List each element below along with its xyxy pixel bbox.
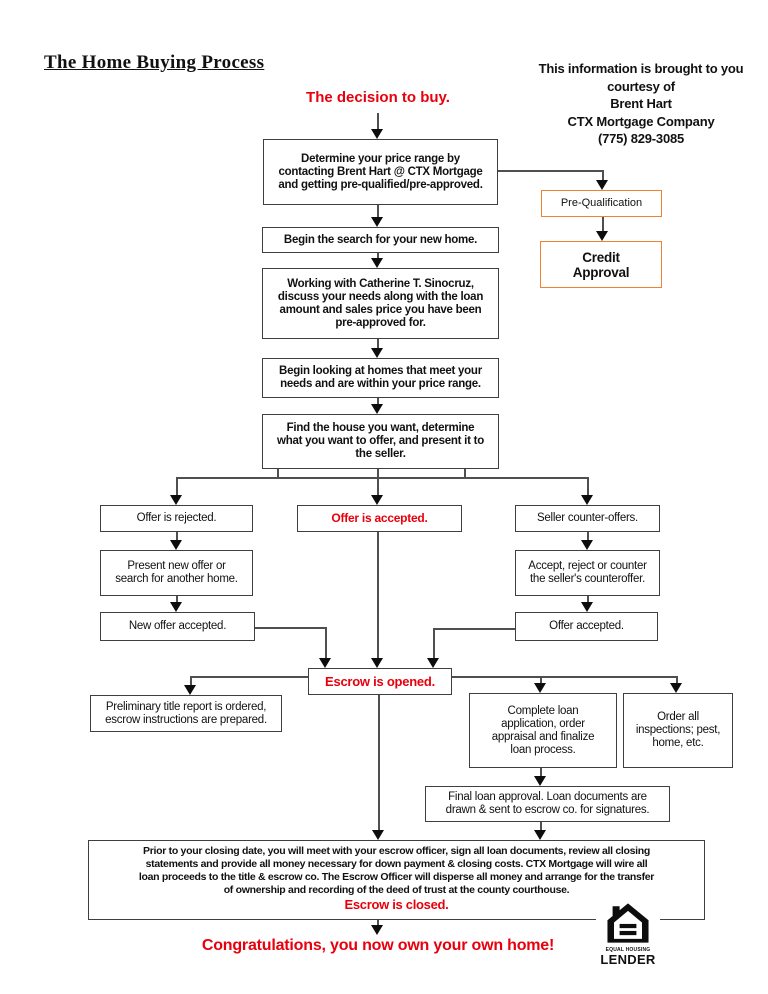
flow-line bbox=[602, 217, 604, 231]
arrowhead-icon bbox=[371, 658, 383, 668]
flow-line bbox=[377, 113, 379, 130]
flow-line bbox=[498, 170, 604, 172]
flow-line bbox=[540, 768, 542, 776]
node-escrow-is-opened: Escrow is opened. bbox=[308, 668, 452, 695]
page-title: The Home Buying Process bbox=[44, 52, 265, 73]
node-working-with-agent: Working with Catherine T. Sinocruz,discu… bbox=[262, 268, 499, 339]
node-offer-rejected: Offer is rejected. bbox=[100, 505, 253, 532]
flow-line bbox=[540, 822, 542, 830]
flow-line bbox=[377, 253, 379, 258]
flow-line bbox=[377, 339, 379, 348]
arrowhead-icon bbox=[581, 602, 593, 612]
flow-line bbox=[464, 469, 466, 478]
equal-housing-lender-logo: EQUAL HOUSING LENDER bbox=[596, 902, 660, 968]
equal-housing-house-icon bbox=[607, 903, 649, 943]
arrowhead-icon bbox=[427, 658, 439, 668]
flow-line bbox=[602, 170, 604, 180]
arrowhead-icon bbox=[319, 658, 331, 668]
node-seller-counter-offers: Seller counter-offers. bbox=[515, 505, 660, 532]
flow-line bbox=[176, 596, 178, 602]
lender-label: LENDER bbox=[600, 952, 656, 967]
arrowhead-icon bbox=[596, 231, 608, 241]
node-new-offer-accepted: New offer accepted. bbox=[100, 612, 255, 641]
flow-line bbox=[587, 532, 589, 540]
flow-line bbox=[587, 477, 589, 495]
flow-line bbox=[277, 469, 279, 478]
arrowhead-icon bbox=[534, 683, 546, 693]
arrowhead-icon bbox=[534, 776, 546, 786]
arrowhead-icon bbox=[534, 830, 546, 840]
flow-line bbox=[325, 627, 327, 658]
flow-line bbox=[176, 532, 178, 540]
escrow-is-closed-label: Escrow is closed. bbox=[344, 897, 449, 912]
flow-line bbox=[190, 676, 308, 678]
flow-line bbox=[540, 676, 542, 683]
congratulations-label: Congratulations, you now own your own ho… bbox=[201, 937, 555, 954]
arrowhead-icon bbox=[371, 348, 383, 358]
flow-line bbox=[377, 205, 379, 217]
flow-line bbox=[255, 627, 327, 629]
arrowhead-icon bbox=[371, 217, 383, 227]
flow-line bbox=[378, 695, 380, 830]
flow-line bbox=[452, 676, 678, 678]
arrowhead-icon bbox=[170, 495, 182, 505]
decision-to-buy-label: The decision to buy. bbox=[306, 89, 450, 106]
node-preliminary-title: Preliminary title report is ordered,escr… bbox=[90, 695, 282, 732]
arrowhead-icon bbox=[371, 495, 383, 505]
flow-line bbox=[190, 676, 192, 685]
node-pre-qualification: Pre-Qualification bbox=[541, 190, 662, 217]
arrowhead-icon bbox=[670, 683, 682, 693]
flow-line bbox=[433, 628, 515, 630]
arrowhead-icon bbox=[581, 495, 593, 505]
flow-line bbox=[433, 628, 435, 658]
arrowhead-icon bbox=[170, 602, 182, 612]
equal-housing-label: EQUAL HOUSING bbox=[605, 947, 651, 953]
flow-line bbox=[377, 920, 379, 925]
arrowhead-icon bbox=[372, 830, 384, 840]
arrowhead-icon bbox=[184, 685, 196, 695]
flow-line bbox=[176, 477, 178, 495]
arrowhead-icon bbox=[371, 925, 383, 935]
closing-paragraph: Prior to your closing date, you will mee… bbox=[138, 845, 655, 896]
flow-line bbox=[676, 676, 678, 683]
arrowhead-icon bbox=[371, 404, 383, 414]
node-offer-is-accepted: Offer is accepted. bbox=[297, 505, 462, 532]
flow-line bbox=[377, 469, 379, 495]
node-offer-accepted: Offer accepted. bbox=[515, 612, 658, 641]
flow-line bbox=[377, 398, 379, 404]
arrowhead-icon bbox=[581, 540, 593, 550]
arrowhead-icon bbox=[170, 540, 182, 550]
flow-line bbox=[377, 532, 379, 658]
flow-line bbox=[587, 596, 589, 602]
node-begin-search: Begin the search for your new home. bbox=[262, 227, 499, 253]
arrowhead-icon bbox=[371, 129, 383, 139]
flow-line bbox=[176, 477, 589, 479]
arrowhead-icon bbox=[371, 258, 383, 268]
arrowhead-icon bbox=[596, 180, 608, 190]
